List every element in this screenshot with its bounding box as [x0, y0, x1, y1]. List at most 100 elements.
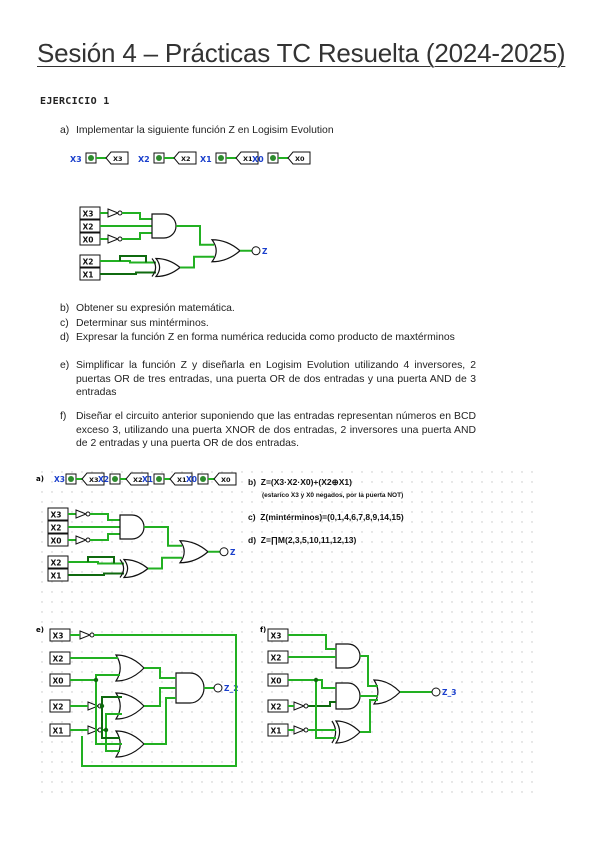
grid-dot	[231, 601, 233, 603]
grid-dot	[421, 471, 423, 473]
grid-dot	[271, 761, 273, 763]
grid-dot	[51, 471, 53, 473]
grid-dot	[441, 771, 443, 773]
grid-dot	[61, 691, 63, 693]
grid-dot	[221, 761, 223, 763]
grid-dot	[441, 701, 443, 703]
grid-dot	[271, 591, 273, 593]
grid-dot	[141, 711, 143, 713]
grid-dot	[81, 571, 83, 573]
grid-dot	[511, 741, 513, 743]
grid-dot	[181, 631, 183, 633]
grid-dot	[101, 751, 103, 753]
grid-dot	[351, 631, 353, 633]
grid-dot	[281, 551, 283, 553]
pin-name: X1	[142, 475, 153, 484]
wire-junction	[103, 727, 109, 733]
grid-dot	[321, 701, 323, 703]
grid-dot	[231, 681, 233, 683]
grid-dot	[201, 581, 203, 583]
grid-dot	[241, 701, 243, 703]
grid-dot	[411, 621, 413, 623]
grid-dot	[101, 621, 103, 623]
grid-dot	[201, 501, 203, 503]
grid-dot	[171, 791, 173, 793]
grid-dot	[81, 531, 83, 533]
grid-dot	[201, 731, 203, 733]
grid-dot	[71, 701, 73, 703]
grid-dot	[371, 641, 373, 643]
grid-dot	[391, 651, 393, 653]
grid-dot	[381, 741, 383, 743]
grid-dot	[171, 741, 173, 743]
grid-dot	[521, 651, 523, 653]
grid-dot	[251, 651, 253, 653]
output-pin	[213, 683, 223, 693]
grid-dot	[201, 471, 203, 473]
grid-dot	[311, 471, 313, 473]
grid-dot	[91, 541, 93, 543]
not-gate	[107, 208, 120, 218]
grid-dot	[311, 591, 313, 593]
grid-dot	[151, 591, 153, 593]
grid-dot	[161, 711, 163, 713]
grid-dot	[421, 731, 423, 733]
not-gate	[107, 234, 120, 244]
tunnel-label: X2	[133, 476, 143, 484]
grid-dot	[61, 551, 63, 553]
grid-dot	[171, 561, 173, 563]
grid-dot	[471, 691, 473, 693]
grid-dot	[411, 721, 413, 723]
not-gate	[293, 725, 306, 735]
grid-dot	[481, 501, 483, 503]
grid-dot	[331, 781, 333, 783]
grid-dot	[351, 531, 353, 533]
grid-dot	[211, 501, 213, 503]
grid-dot	[391, 781, 393, 783]
grid-dot	[481, 571, 483, 573]
grid-dot	[231, 541, 233, 543]
grid-dot	[81, 701, 83, 703]
grid-dot	[361, 781, 363, 783]
wire	[180, 255, 214, 269]
xor-arc	[151, 258, 157, 277]
grid-dot	[361, 491, 363, 493]
grid-dot	[111, 731, 113, 733]
grid-dot	[421, 481, 423, 483]
grid-dot	[491, 731, 493, 733]
grid-dot	[471, 611, 473, 613]
grid-dot	[211, 791, 213, 793]
grid-dot	[181, 531, 183, 533]
grid-dot	[231, 721, 233, 723]
grid-dot	[301, 751, 303, 753]
grid-dot	[201, 591, 203, 593]
grid-dot	[131, 471, 133, 473]
grid-dot	[211, 651, 213, 653]
wire	[360, 655, 378, 687]
grid-dot	[141, 471, 143, 473]
grid-dot	[491, 661, 493, 663]
grid-dot	[171, 631, 173, 633]
grid-dot	[251, 471, 253, 473]
grid-dot	[491, 521, 493, 523]
or-gate	[178, 540, 209, 564]
grid-dot	[271, 501, 273, 503]
grid-dot	[71, 691, 73, 693]
grid-dot	[351, 741, 353, 743]
grid-dot	[471, 531, 473, 533]
grid-dot	[361, 751, 363, 753]
grid-dot	[291, 771, 293, 773]
tunnel	[125, 472, 149, 486]
answer-d: d) Z=∏M(2,3,5,10,11,12,13)	[248, 535, 356, 545]
grid-dot	[391, 501, 393, 503]
grid-dot	[201, 531, 203, 533]
grid-dot	[241, 781, 243, 783]
grid-dot	[461, 721, 463, 723]
grid-dot	[451, 501, 453, 503]
grid-dot	[461, 591, 463, 593]
grid-dot	[471, 621, 473, 623]
output-pin	[251, 246, 261, 256]
grid-dot	[171, 571, 173, 573]
tunnel	[287, 151, 311, 165]
